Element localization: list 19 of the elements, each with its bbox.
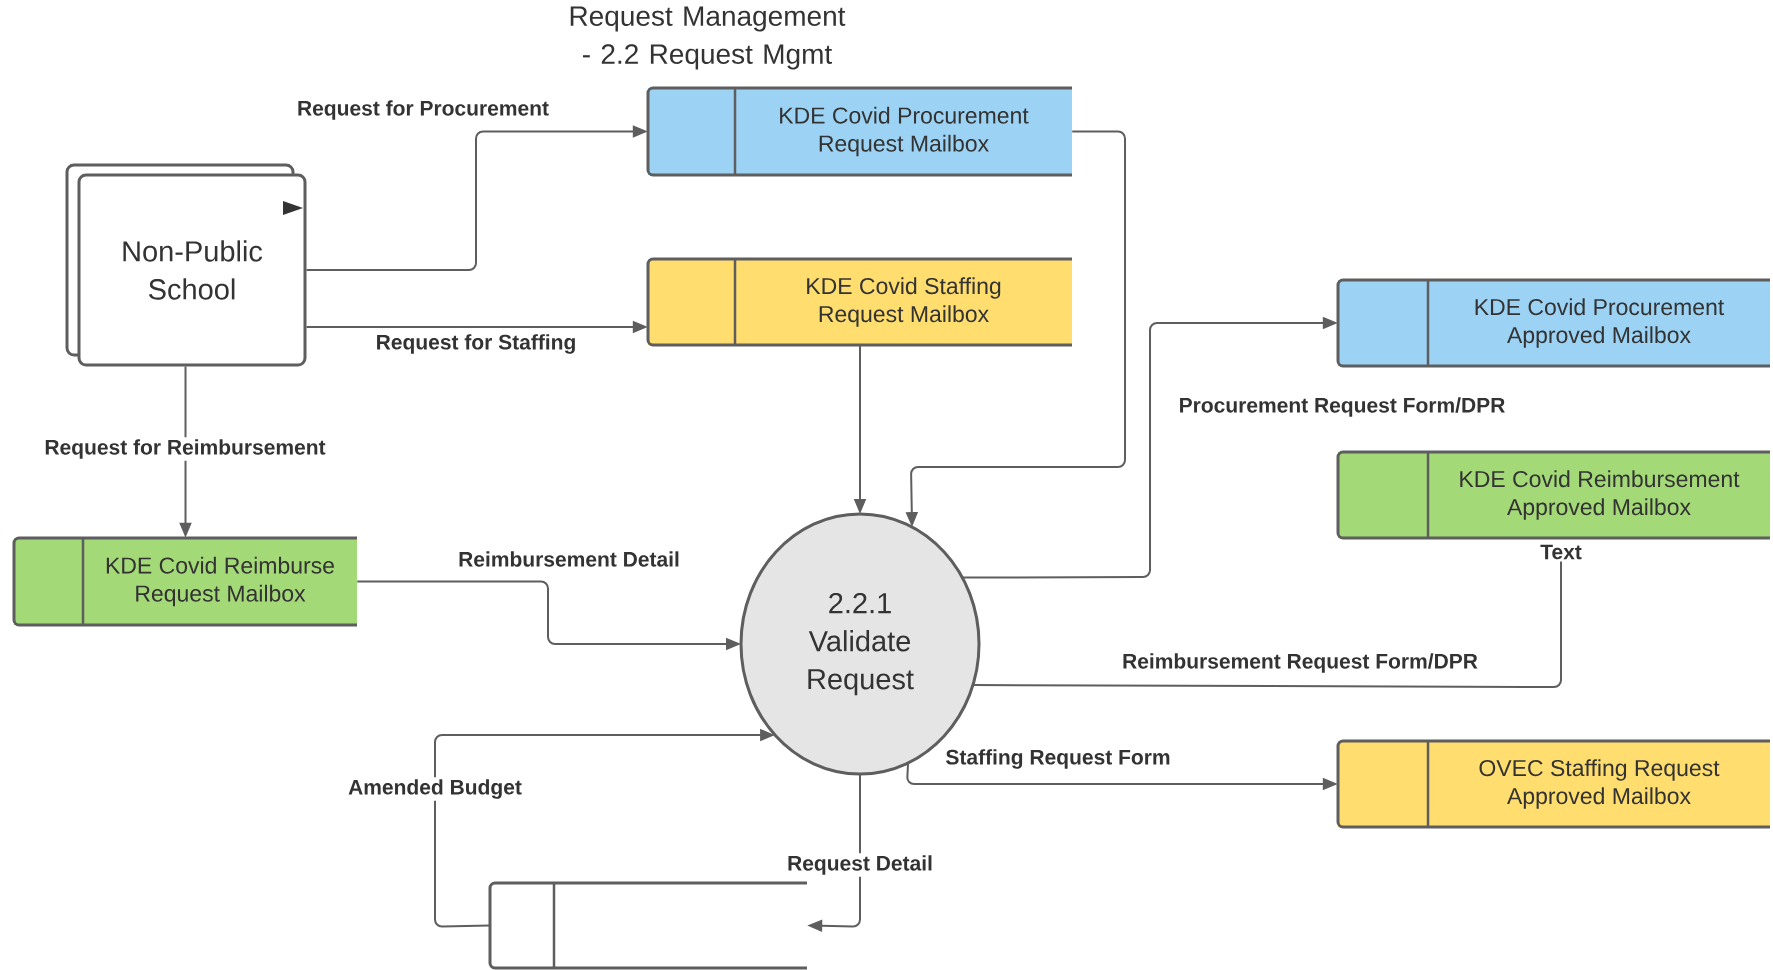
edge-label: Reimbursement Detail bbox=[456, 549, 682, 569]
data-store-box: KDE Covid Reimbursement Approved Mailbox bbox=[1336, 450, 1770, 540]
edge-label: Request for Procurement bbox=[295, 98, 552, 122]
data-store-box: KDE Covid Staffing Request Mailbox bbox=[646, 257, 1072, 347]
data-store-box: KDE Covid Procurement Request Mailbox bbox=[646, 86, 1072, 177]
data-store-box: OVEC Staffing Request Approved Mailbox bbox=[1336, 739, 1770, 829]
connector-line bbox=[971, 560, 1562, 688]
edge-label: Request for Reimbursement bbox=[42, 437, 328, 461]
data-store-box: KDE Covid Reimburse Request Mailbox bbox=[12, 536, 357, 627]
data-store-box: KDE Covid Procurement Approved Mailbox bbox=[1336, 278, 1770, 368]
edge-label: Request for Staffing bbox=[373, 332, 579, 356]
edge-label: Amended Budget bbox=[346, 777, 524, 801]
external-entity-box: Non-Public School bbox=[65, 163, 307, 367]
edge-label: Reimbursement Request Form/DPR bbox=[1120, 651, 1480, 675]
edge-label: Request Detail bbox=[785, 853, 935, 877]
data-store-box bbox=[488, 881, 807, 970]
title: Request Management - 2.2 Request Mgmt bbox=[570, 6, 846, 70]
text-label: Text bbox=[1540, 544, 1582, 560]
edge-label: Procurement Request Form/DPR bbox=[1176, 395, 1508, 419]
